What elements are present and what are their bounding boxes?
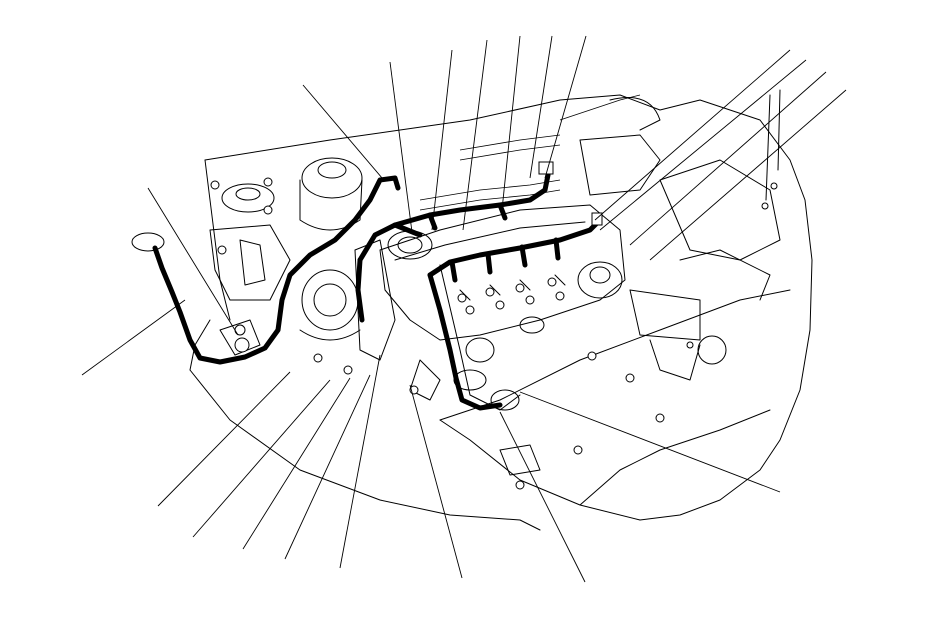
callout-leaders (81, 35, 847, 583)
engine-block (354, 204, 626, 411)
left-components (209, 157, 363, 356)
wire-harness (131, 161, 603, 411)
body-outline (189, 94, 813, 531)
upper-pipes (210, 94, 641, 395)
right-components (499, 89, 781, 490)
